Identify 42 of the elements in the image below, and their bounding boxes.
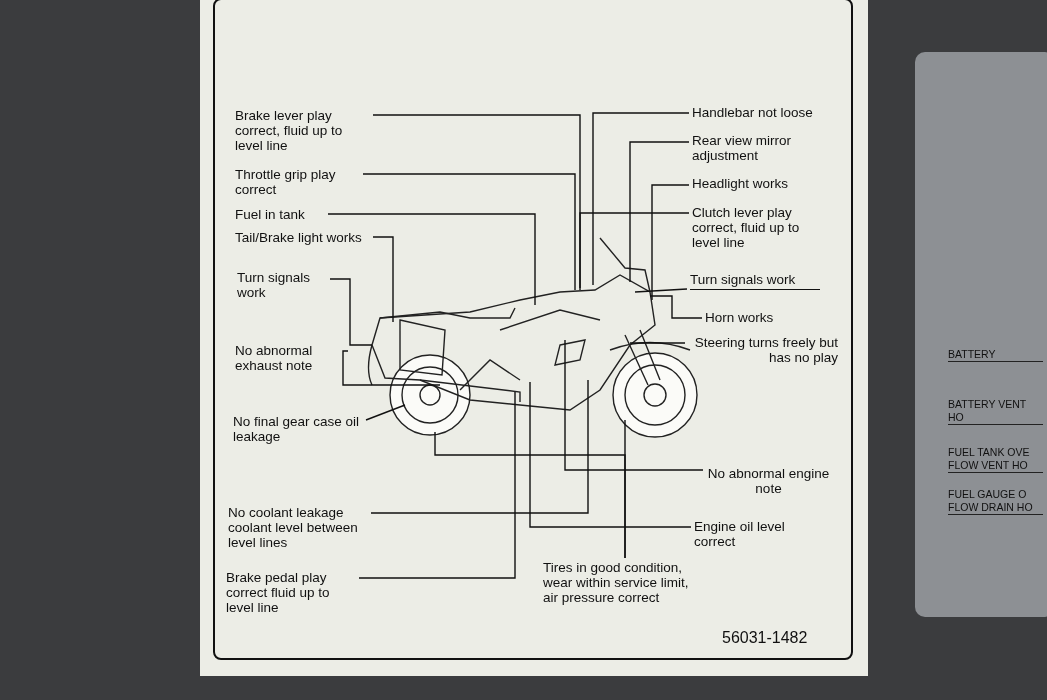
callout-text: Tail/Brake light works bbox=[235, 230, 370, 245]
callout-text: Turn signals work bbox=[690, 272, 820, 290]
leader-line bbox=[362, 173, 576, 291]
callout-text: Rear view mirror adjustment bbox=[692, 133, 822, 163]
panel-label: FUEL GAUGE O FLOW DRAIN HO bbox=[948, 488, 1043, 515]
leader-line bbox=[649, 295, 703, 319]
leader-line bbox=[564, 339, 704, 471]
callout-text: Turn signals work bbox=[237, 270, 327, 300]
leader-line bbox=[629, 342, 686, 344]
callout-text: Fuel in tank bbox=[235, 207, 325, 222]
callout-text: Horn works bbox=[705, 310, 795, 325]
panel-label: FUEL TANK OVE FLOW VENT HO bbox=[948, 446, 1043, 473]
callout-text: No abnormal exhaust note bbox=[235, 343, 345, 373]
callout-text: No abnormal engine note bbox=[706, 466, 831, 496]
callout-text: Brake lever play correct, fluid up to level line bbox=[235, 108, 370, 153]
leader-line bbox=[651, 184, 690, 301]
leader-line bbox=[372, 236, 394, 323]
leader-line bbox=[342, 350, 441, 386]
part-number: 56031-1482 bbox=[722, 630, 808, 645]
leader-line bbox=[365, 404, 406, 421]
leader-line bbox=[592, 112, 690, 286]
callout-text: Clutch lever play correct, fluid up to level line bbox=[692, 205, 827, 250]
callout-text: No coolant leakage coolant level between level lines bbox=[228, 505, 368, 550]
leader-line bbox=[579, 212, 690, 291]
callout-text: Headlight works bbox=[692, 176, 812, 191]
callout-text: Steering turns freely but has no play bbox=[688, 335, 838, 365]
leader-line bbox=[434, 431, 626, 559]
leader-line bbox=[634, 288, 688, 293]
callout-text: No final gear case oil leakage bbox=[233, 414, 363, 444]
callout-text: Brake pedal play correct fluid up to level line bbox=[226, 570, 356, 615]
callout-text: Handlebar not loose bbox=[692, 105, 842, 120]
panel-label: BATTERY bbox=[948, 348, 1043, 362]
leader-line bbox=[370, 379, 589, 514]
leader-line bbox=[329, 278, 373, 346]
callout-text: Throttle grip play correct bbox=[235, 167, 360, 197]
leader-line bbox=[529, 381, 692, 528]
callout-text: Engine oil level correct bbox=[694, 519, 809, 549]
leader-line bbox=[358, 391, 516, 579]
leader-line bbox=[327, 213, 536, 306]
leader-line bbox=[629, 141, 690, 283]
callout-text: Tires in good condition, wear within service limit, air pressure correct bbox=[543, 560, 693, 605]
panel-label: BATTERY VENT HO bbox=[948, 398, 1043, 425]
